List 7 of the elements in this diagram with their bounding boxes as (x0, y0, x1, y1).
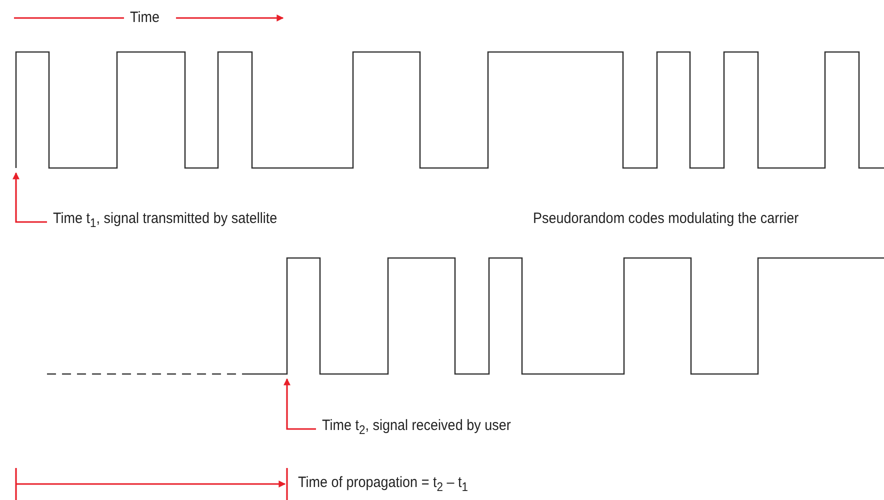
leader-line (12, 172, 47, 223)
dimension-label: Time of propagation = t$_{2}$ – t$_{1}$ (298, 474, 468, 496)
callout-text: Time t$_{2}$, signal received by user (322, 417, 511, 439)
leader-line (284, 378, 316, 430)
caption-text: Pseudorandom codes modulating the carrier (533, 210, 799, 228)
callout-text: Time t$_{1}$, signal transmitted by satellite (53, 210, 278, 232)
axis-label: Time (130, 9, 160, 27)
